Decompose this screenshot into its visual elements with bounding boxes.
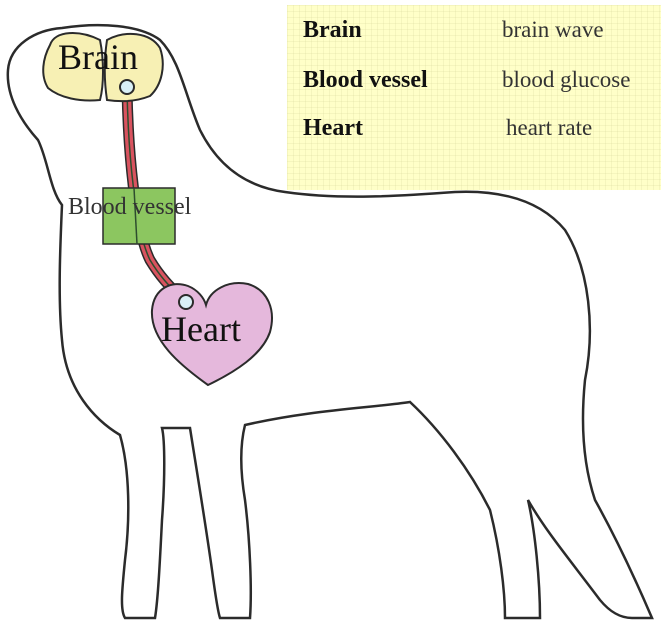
legend-description: heart rate [506, 115, 592, 141]
legend-term: Brain [303, 17, 362, 44]
heart-label: Heart [161, 308, 241, 350]
legend-term: Blood vessel [303, 67, 428, 94]
brain-label: Brain [58, 36, 138, 78]
heart-sensor [179, 295, 193, 309]
legend-term: Heart [303, 115, 363, 142]
legend-description: blood glucose [502, 67, 630, 93]
legend-description: brain wave [502, 17, 604, 43]
brain-sensor [120, 80, 134, 94]
legend-panel: Brain brain wave Blood vessel blood gluc… [287, 5, 661, 190]
blood-vessel-label: Blood vessel [68, 194, 191, 221]
